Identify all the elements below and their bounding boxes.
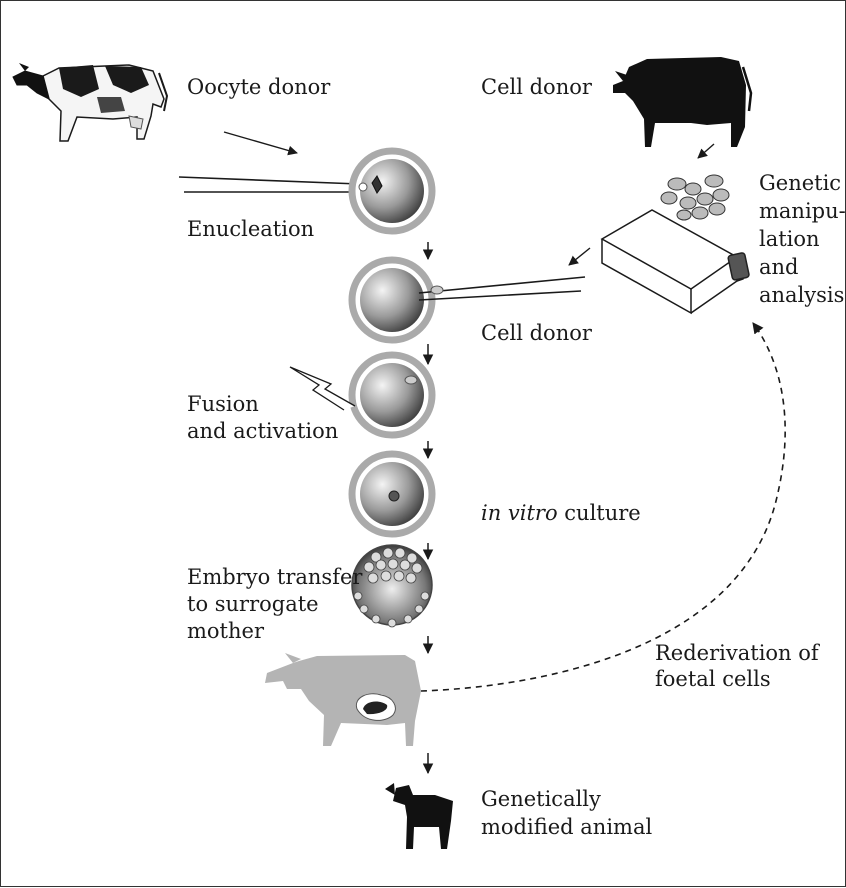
label-culture: culture	[558, 501, 641, 525]
label-result-2: modified animal	[481, 815, 652, 839]
label-in-vitro-culture: in vitro culture	[481, 501, 641, 525]
label-genetic-4: and	[759, 255, 799, 279]
black-cow-icon	[613, 57, 751, 147]
label-cell-donor-mid: Cell donor	[481, 321, 592, 345]
arrow-to-cells	[698, 144, 714, 158]
label-cell-donor-top: Cell donor	[481, 75, 592, 99]
label-result-1: Genetically	[481, 787, 601, 811]
arrow-to-pipette	[569, 248, 590, 265]
label-fusion-1: Fusion	[187, 392, 259, 416]
label-genetic-1: Genetic	[759, 171, 841, 195]
arrow-oocyte	[224, 132, 297, 153]
label-enucleation: Enucleation	[187, 217, 314, 241]
label-genetic-3: lation	[759, 227, 820, 251]
label-rederivation-2: foetal cells	[655, 667, 771, 691]
label-embryo-3: mother	[187, 619, 264, 643]
embryo	[352, 545, 432, 627]
label-rederivation-1: Rederivation of	[655, 641, 819, 665]
egg-4	[352, 454, 432, 534]
culture-flask-icon	[602, 210, 750, 313]
grey-cow-icon	[265, 653, 421, 746]
label-oocyte-donor: Oocyte donor	[187, 75, 330, 99]
calf-icon	[385, 783, 453, 849]
donor-cells	[661, 175, 729, 220]
label-fusion-2: and activation	[187, 419, 338, 443]
label-in-vitro: in vitro	[481, 501, 558, 525]
holstein-cow-icon	[13, 63, 167, 141]
label-genetic-5: analysis	[759, 283, 844, 307]
label-embryo-1: Embryo transfer	[187, 565, 362, 589]
label-embryo-2: to surrogate	[187, 592, 319, 616]
label-genetic-2: manipu-	[759, 199, 846, 223]
lightning-icon	[290, 367, 355, 410]
egg-3	[352, 355, 432, 435]
